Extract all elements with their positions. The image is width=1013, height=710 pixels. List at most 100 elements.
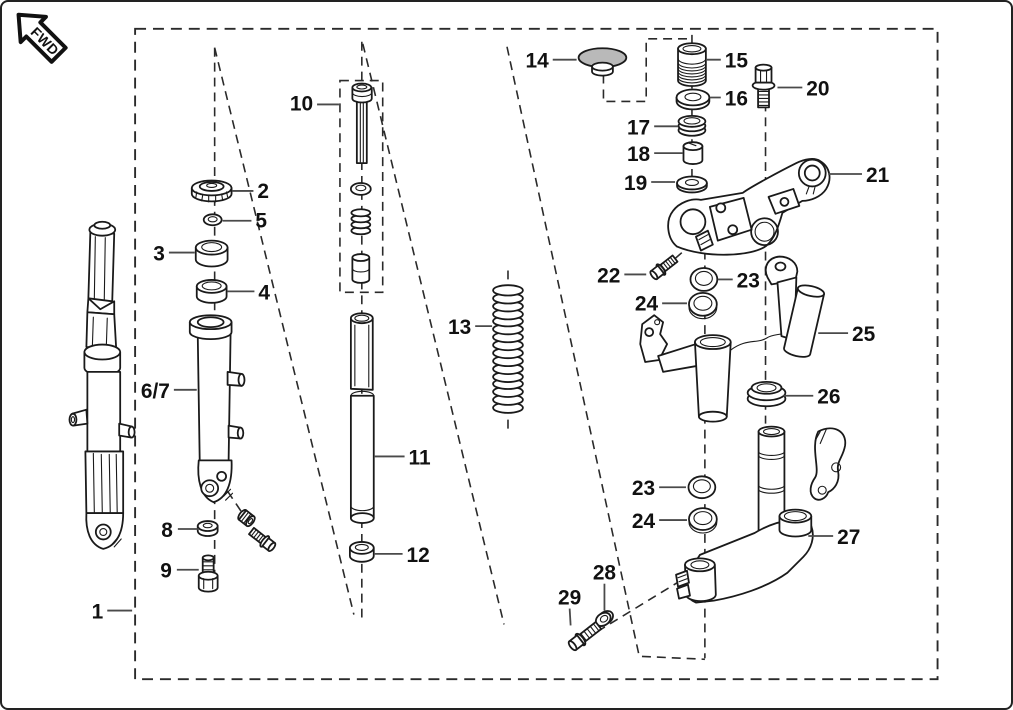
explode-diagonal-b: [362, 43, 505, 625]
part-4-slide-metal: [195, 279, 228, 304]
part-number-label: 26: [817, 386, 840, 409]
part-1-fork-assembly: [68, 220, 136, 550]
callout-16: 16: [709, 87, 748, 110]
fwd-badge: FWD: [16, 12, 68, 64]
callout-21: 21: [828, 164, 890, 187]
construction-lines: [134, 27, 939, 681]
callout-15: 15: [706, 50, 748, 73]
part-number-label: 8: [161, 519, 173, 542]
part-number-label: 9: [160, 560, 172, 583]
part-number-label: 16: [725, 87, 748, 110]
fwd-arrow-icon: [16, 12, 68, 64]
part-14-fork-cap: [577, 47, 628, 77]
part-number-label: 1: [92, 601, 104, 624]
callout-12: 12: [374, 544, 430, 567]
part-number-label: 20: [806, 77, 829, 100]
part-number-label: 28: [593, 562, 616, 585]
part-15-cap-bolt: [677, 42, 707, 87]
callout-9: 9: [160, 560, 199, 583]
part-13-fork-spring: [492, 284, 524, 414]
part-6-7-outer-tube: [188, 314, 246, 504]
exploded-view-dashed-border: [134, 27, 939, 681]
lug-bolt-leader: [226, 490, 256, 532]
callout-27: 27: [808, 526, 860, 549]
part-number-label: 27: [837, 526, 860, 549]
part-number-label: 24: [632, 510, 656, 533]
part-26-bearing: [746, 380, 787, 408]
part-24-o-ring-lower: [688, 507, 718, 534]
part-23-o-ring-upper: [689, 267, 719, 292]
part-21-upper-bracket: [667, 158, 831, 256]
part-number-label: 14: [526, 50, 550, 73]
part-number-label: 17: [627, 116, 650, 139]
callout-13: 13: [448, 316, 493, 339]
part-20-stem-bolt: [751, 63, 776, 109]
callout-23: 23: [632, 477, 686, 500]
part-24-o-ring-upper: [688, 291, 718, 320]
part-number-label: 12: [407, 544, 430, 567]
part-number-label: 23: [632, 477, 655, 500]
part-number-label: 22: [597, 264, 620, 287]
part-lug-bolt: [248, 526, 277, 552]
part-number-label: 11: [409, 446, 431, 469]
callout-28: 28: [593, 562, 616, 611]
part-25-handle-holder: [783, 284, 826, 358]
part-number-label: 24: [635, 292, 659, 315]
callout-19: 19: [624, 172, 676, 195]
part-16-washer: [675, 88, 711, 111]
part-number-label: 5: [255, 210, 267, 233]
callout-2: 2: [232, 180, 269, 203]
part-10-damper-rod-set: [349, 82, 373, 284]
callout-4: 4: [227, 281, 270, 304]
part-2-oil-seal: [190, 179, 233, 203]
part-number-label: 19: [624, 172, 647, 195]
callout-20: 20: [777, 77, 830, 100]
part-11-damper-cylinder: [349, 312, 375, 524]
callout-leader-line: [568, 608, 572, 626]
callout-3: 3: [153, 243, 195, 266]
callout-14: 14: [526, 50, 577, 73]
part-number-label: 4: [258, 281, 270, 304]
part-9-bolt: [197, 554, 219, 593]
callout-25: 25: [818, 323, 876, 346]
part-17-spring-seat: [677, 114, 707, 137]
callout-5: 5: [222, 210, 267, 233]
part-number-label: 25: [852, 323, 876, 346]
part-number-label: 18: [627, 143, 650, 166]
part-8-nut: [196, 520, 219, 537]
cap-14-connector: [602, 37, 688, 103]
part-29-bolt: [567, 621, 603, 652]
part-number-label: 6/7: [141, 380, 170, 403]
part-number-label: 3: [153, 243, 165, 266]
callout-18: 18: [627, 143, 683, 166]
part-3-guide-bushing: [194, 239, 229, 268]
callout-6-7: 6/7: [141, 380, 197, 403]
callout-1: 1: [92, 601, 133, 624]
bracket-right: [809, 427, 847, 501]
part-number-label: 13: [448, 316, 471, 339]
part-27-lower-bracket: [675, 425, 814, 604]
callout-22: 22: [597, 264, 647, 287]
part-23-o-ring-lower: [687, 475, 717, 500]
callout-24: 24: [632, 510, 687, 533]
callout-26: 26: [783, 386, 840, 409]
callout-8: 8: [161, 519, 199, 542]
callout-23: 23: [717, 269, 760, 292]
part-number-label: 29: [558, 587, 581, 610]
part-number-label: 21: [866, 164, 890, 187]
part-lug-nut: [237, 509, 256, 528]
part-5-stopper-ring: [202, 213, 223, 227]
explode-diagonal-a: [213, 47, 355, 615]
callout-11: 11: [374, 446, 431, 469]
callout-17: 17: [627, 116, 679, 139]
part-12-oil-lock-ring: [348, 541, 375, 563]
part-number-label: 10: [290, 92, 313, 115]
callout-29: 29: [558, 587, 581, 626]
part-number-label: 23: [737, 269, 760, 292]
callout-10: 10: [290, 92, 339, 115]
part-18-collar: [682, 141, 704, 165]
callout-24: 24: [635, 292, 687, 315]
